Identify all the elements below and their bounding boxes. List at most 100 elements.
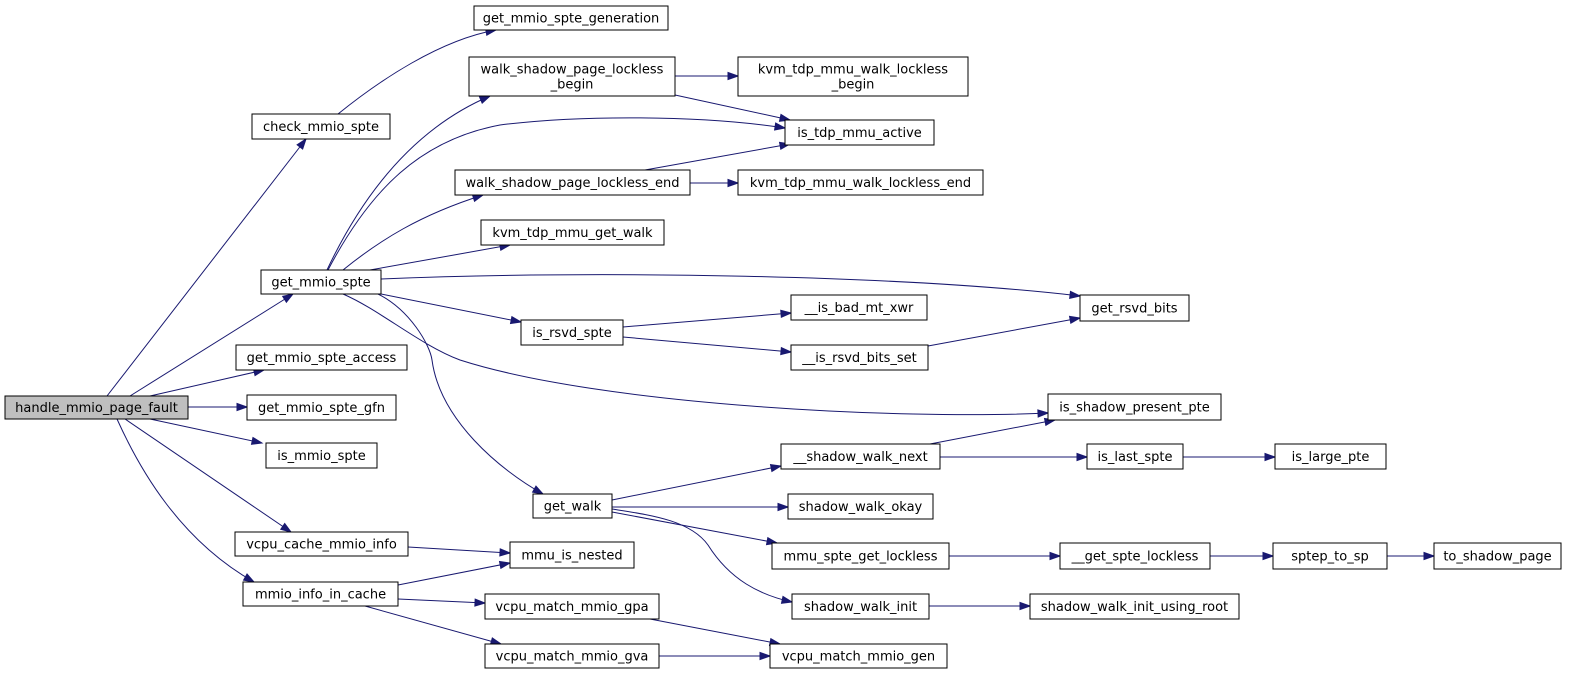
arrowhead-icon xyxy=(780,346,793,356)
node-is-last-spte[interactable]: is_last_spte xyxy=(1086,443,1184,470)
node-is-large-pte[interactable]: is_large_pte xyxy=(1274,443,1387,470)
node-box[interactable] xyxy=(1086,443,1184,470)
node-mmu-is-nested[interactable]: mmu_is_nested xyxy=(509,541,635,569)
arrowhead-icon xyxy=(1264,452,1277,462)
node-box[interactable] xyxy=(509,541,635,569)
node-is-shadow-present-pte[interactable]: is_shadow_present_pte xyxy=(1047,393,1222,421)
node-vcpu-match-mmio-gen[interactable]: vcpu_match_mmio_gen xyxy=(769,643,948,669)
edge-line xyxy=(106,138,307,397)
node-box[interactable] xyxy=(784,119,935,146)
node-sptep-to-sp[interactable]: sptep_to_sp xyxy=(1272,542,1388,570)
node-box[interactable] xyxy=(771,542,950,570)
edge-get_mmio_spte-to-walk_shadow_page_lockless_end xyxy=(342,194,485,271)
node-mmio-info-in-cache[interactable]: mmio_info_in_cache xyxy=(242,581,399,607)
nodes-layer: handle_mmio_page_faultcheck_mmio_spteget… xyxy=(4,5,1562,669)
node-box[interactable] xyxy=(1274,443,1387,470)
node-is-rsvd-bits-set[interactable]: __is_rsvd_bits_set xyxy=(790,344,929,371)
node-box[interactable] xyxy=(235,344,408,371)
node-box[interactable] xyxy=(484,643,660,669)
node-box[interactable] xyxy=(260,269,382,295)
arrowhead-icon xyxy=(478,95,492,104)
node-label: kvm_tdp_mmu_get_walk xyxy=(492,226,653,241)
node-kvm-tdp-mmu-get-walk[interactable]: kvm_tdp_mmu_get_walk xyxy=(480,219,665,246)
node-box[interactable] xyxy=(780,443,941,470)
edge-__is_rsvd_bits_set-to-get_rsvd_bits xyxy=(927,315,1082,347)
edge-is_last_spte-to-is_large_pte xyxy=(1183,452,1277,462)
node-walk-shadow-page-lockless-begin[interactable]: walk_shadow_page_lockless_begin xyxy=(468,56,676,97)
edge-get_walk-to-shadow_walk_okay xyxy=(612,502,790,512)
node-get-mmio-spte[interactable]: get_mmio_spte xyxy=(260,269,382,295)
node-box[interactable] xyxy=(4,395,189,420)
node-box[interactable] xyxy=(1272,542,1388,570)
node-box[interactable] xyxy=(454,169,691,196)
edge-line xyxy=(364,605,502,645)
edge-handle_mmio_page_fault-to-vcpu_cache_mmio_info xyxy=(124,418,293,533)
node-box[interactable] xyxy=(737,169,984,196)
edge-line xyxy=(327,117,786,271)
node-box[interactable] xyxy=(1029,593,1240,620)
arrowhead-icon xyxy=(1019,601,1032,611)
node-box[interactable] xyxy=(790,294,928,321)
node-get-walk[interactable]: get_walk xyxy=(532,493,613,519)
node-box[interactable] xyxy=(790,344,929,371)
node-kvm-tdp-mmu-walk-lockless-end[interactable]: kvm_tdp_mmu_walk_lockless_end xyxy=(737,169,984,196)
arrowhead-icon xyxy=(471,194,485,203)
edge-line xyxy=(149,369,265,397)
node-label: __is_bad_mt_xwr xyxy=(804,301,914,316)
edge-walk_shadow_page_lockless_begin-to-is_tdp_mmu_active xyxy=(674,94,792,122)
node-box[interactable] xyxy=(468,56,676,97)
node-box[interactable] xyxy=(1059,542,1211,570)
node-label: vcpu_match_mmio_gva xyxy=(496,650,649,665)
node-kvm-tdp-mmu-walk-lockless-begin[interactable]: kvm_tdp_mmu_walk_lockless_begin xyxy=(737,56,969,97)
node-box[interactable] xyxy=(787,493,934,520)
node-is-tdp-mmu-active[interactable]: is_tdp_mmu_active xyxy=(784,119,935,146)
node-to-shadow-page[interactable]: to_shadow_page xyxy=(1433,542,1562,570)
node-is-bad-mt-xwr[interactable]: __is_bad_mt_xwr xyxy=(790,294,928,321)
node-box[interactable] xyxy=(242,581,399,607)
node-box[interactable] xyxy=(234,531,409,557)
node-mmu-spte-get-lockless[interactable]: mmu_spte_get_lockless xyxy=(771,542,950,570)
edge-line xyxy=(397,562,511,586)
node-shadow-walk-next[interactable]: __shadow_walk_next xyxy=(780,443,941,470)
node-handle-mmio-page-fault[interactable]: handle_mmio_page_fault xyxy=(4,395,189,420)
arrowhead-icon xyxy=(279,522,293,533)
node-get-mmio-spte-access[interactable]: get_mmio_spte_access xyxy=(235,344,408,371)
edge-line xyxy=(380,293,522,323)
node-is-rsvd-spte[interactable]: is_rsvd_spte xyxy=(520,319,624,346)
node-get-mmio-spte-generation[interactable]: get_mmio_spte_generation xyxy=(473,5,669,31)
node-box[interactable] xyxy=(769,643,948,669)
node-box[interactable] xyxy=(1047,393,1222,421)
node-check-mmio-spte[interactable]: check_mmio_spte xyxy=(251,113,391,140)
node-box[interactable] xyxy=(480,219,665,246)
node-box[interactable] xyxy=(1079,294,1190,322)
node-box[interactable] xyxy=(737,56,969,97)
node-box[interactable] xyxy=(532,493,613,519)
node-box[interactable] xyxy=(251,113,391,140)
node-box[interactable] xyxy=(1433,542,1562,570)
node-box[interactable] xyxy=(473,5,669,31)
edge-__shadow_walk_next-to-is_last_spte xyxy=(940,452,1089,462)
node-box[interactable] xyxy=(520,319,624,346)
node-label: mmu_spte_get_lockless xyxy=(784,550,938,565)
arrowhead-icon xyxy=(474,598,487,607)
node-box[interactable] xyxy=(791,593,930,620)
node-box[interactable] xyxy=(265,442,378,469)
node-box[interactable] xyxy=(246,394,397,421)
node-vcpu-match-mmio-gva[interactable]: vcpu_match_mmio_gva xyxy=(484,643,660,669)
arrowhead-icon xyxy=(296,137,307,150)
node-label: _begin xyxy=(550,78,594,93)
node-shadow-walk-init-using-root[interactable]: shadow_walk_init_using_root xyxy=(1029,593,1240,620)
node-box[interactable] xyxy=(484,593,660,620)
node-vcpu-cache-mmio-info[interactable]: vcpu_cache_mmio_info xyxy=(234,531,409,557)
arrowhead-icon xyxy=(1423,551,1436,561)
node-shadow-walk-init[interactable]: shadow_walk_init xyxy=(791,593,930,620)
edge-line xyxy=(611,511,778,544)
node-walk-shadow-page-lockless-end[interactable]: walk_shadow_page_lockless_end xyxy=(454,169,691,196)
node-shadow-walk-okay[interactable]: shadow_walk_okay xyxy=(787,493,934,520)
node-get-mmio-spte-gfn[interactable]: get_mmio_spte_gfn xyxy=(246,394,397,421)
node-vcpu-match-mmio-gpa[interactable]: vcpu_match_mmio_gpa xyxy=(484,593,660,620)
node-get-spte-lockless[interactable]: __get_spte_lockless xyxy=(1059,542,1211,570)
node-label: is_tdp_mmu_active xyxy=(797,126,922,141)
node-get-rsvd-bits[interactable]: get_rsvd_bits xyxy=(1079,294,1190,322)
node-is-mmio-spte[interactable]: is_mmio_spte xyxy=(265,442,378,469)
